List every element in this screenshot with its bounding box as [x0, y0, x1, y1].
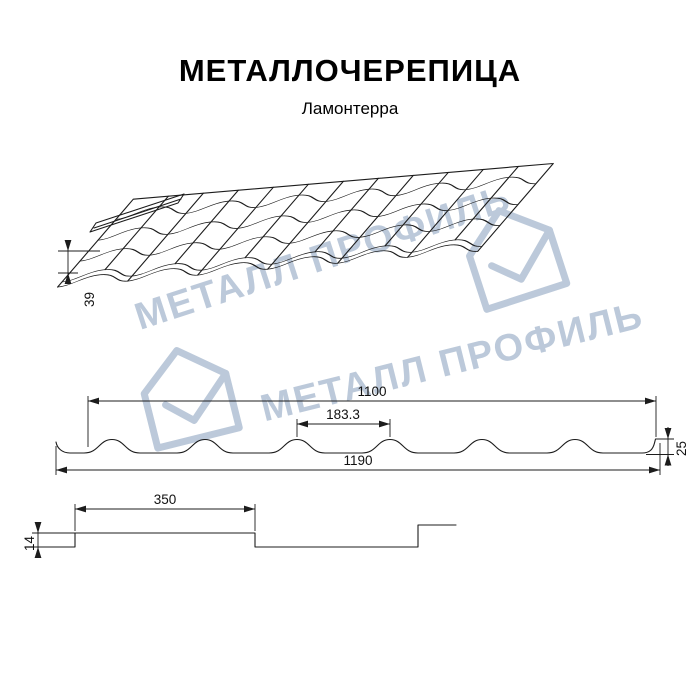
dim-1190-label: 1190 — [343, 453, 372, 468]
metall-profil-logo-watermark-lower — [136, 340, 239, 448]
roof-sheet-perspective — [57, 164, 554, 288]
dim-25-label: 25 — [674, 441, 689, 456]
dim-183-3-label: 183.3 — [326, 407, 360, 422]
dim-1100-label: 1100 — [357, 384, 386, 399]
dimension-1100: 1100 — [87, 384, 657, 447]
dimension-39: 39 — [58, 240, 100, 307]
page-subtitle: Ламонтерра — [301, 99, 399, 118]
dim-39-label: 39 — [82, 292, 97, 307]
dim-14-label: 14 — [22, 535, 37, 551]
page-title: МЕТАЛЛОЧЕРЕПИЦА — [178, 53, 522, 88]
overlap-step-line — [39, 524, 457, 548]
wave-trough-lines — [128, 169, 484, 281]
dimension-14: 14 — [22, 522, 75, 558]
profile-section-line — [55, 438, 657, 454]
dimension-183-3: 183.3 — [296, 407, 391, 437]
wave-crest-lines — [105, 166, 518, 269]
ridge-batten-strip — [89, 193, 185, 233]
watermark-layer: МЕТАЛЛ ПРОФИЛЬ МЕТАЛЛ ПРОФИЛЬ — [130, 177, 648, 457]
dim-350-label: 350 — [154, 492, 177, 507]
dimension-350: 350 — [74, 492, 256, 531]
dimension-1190: 1190 — [55, 443, 661, 475]
watermark-text: МЕТАЛЛ ПРОФИЛЬ — [257, 294, 649, 430]
dimension-25: 25 — [646, 427, 689, 466]
